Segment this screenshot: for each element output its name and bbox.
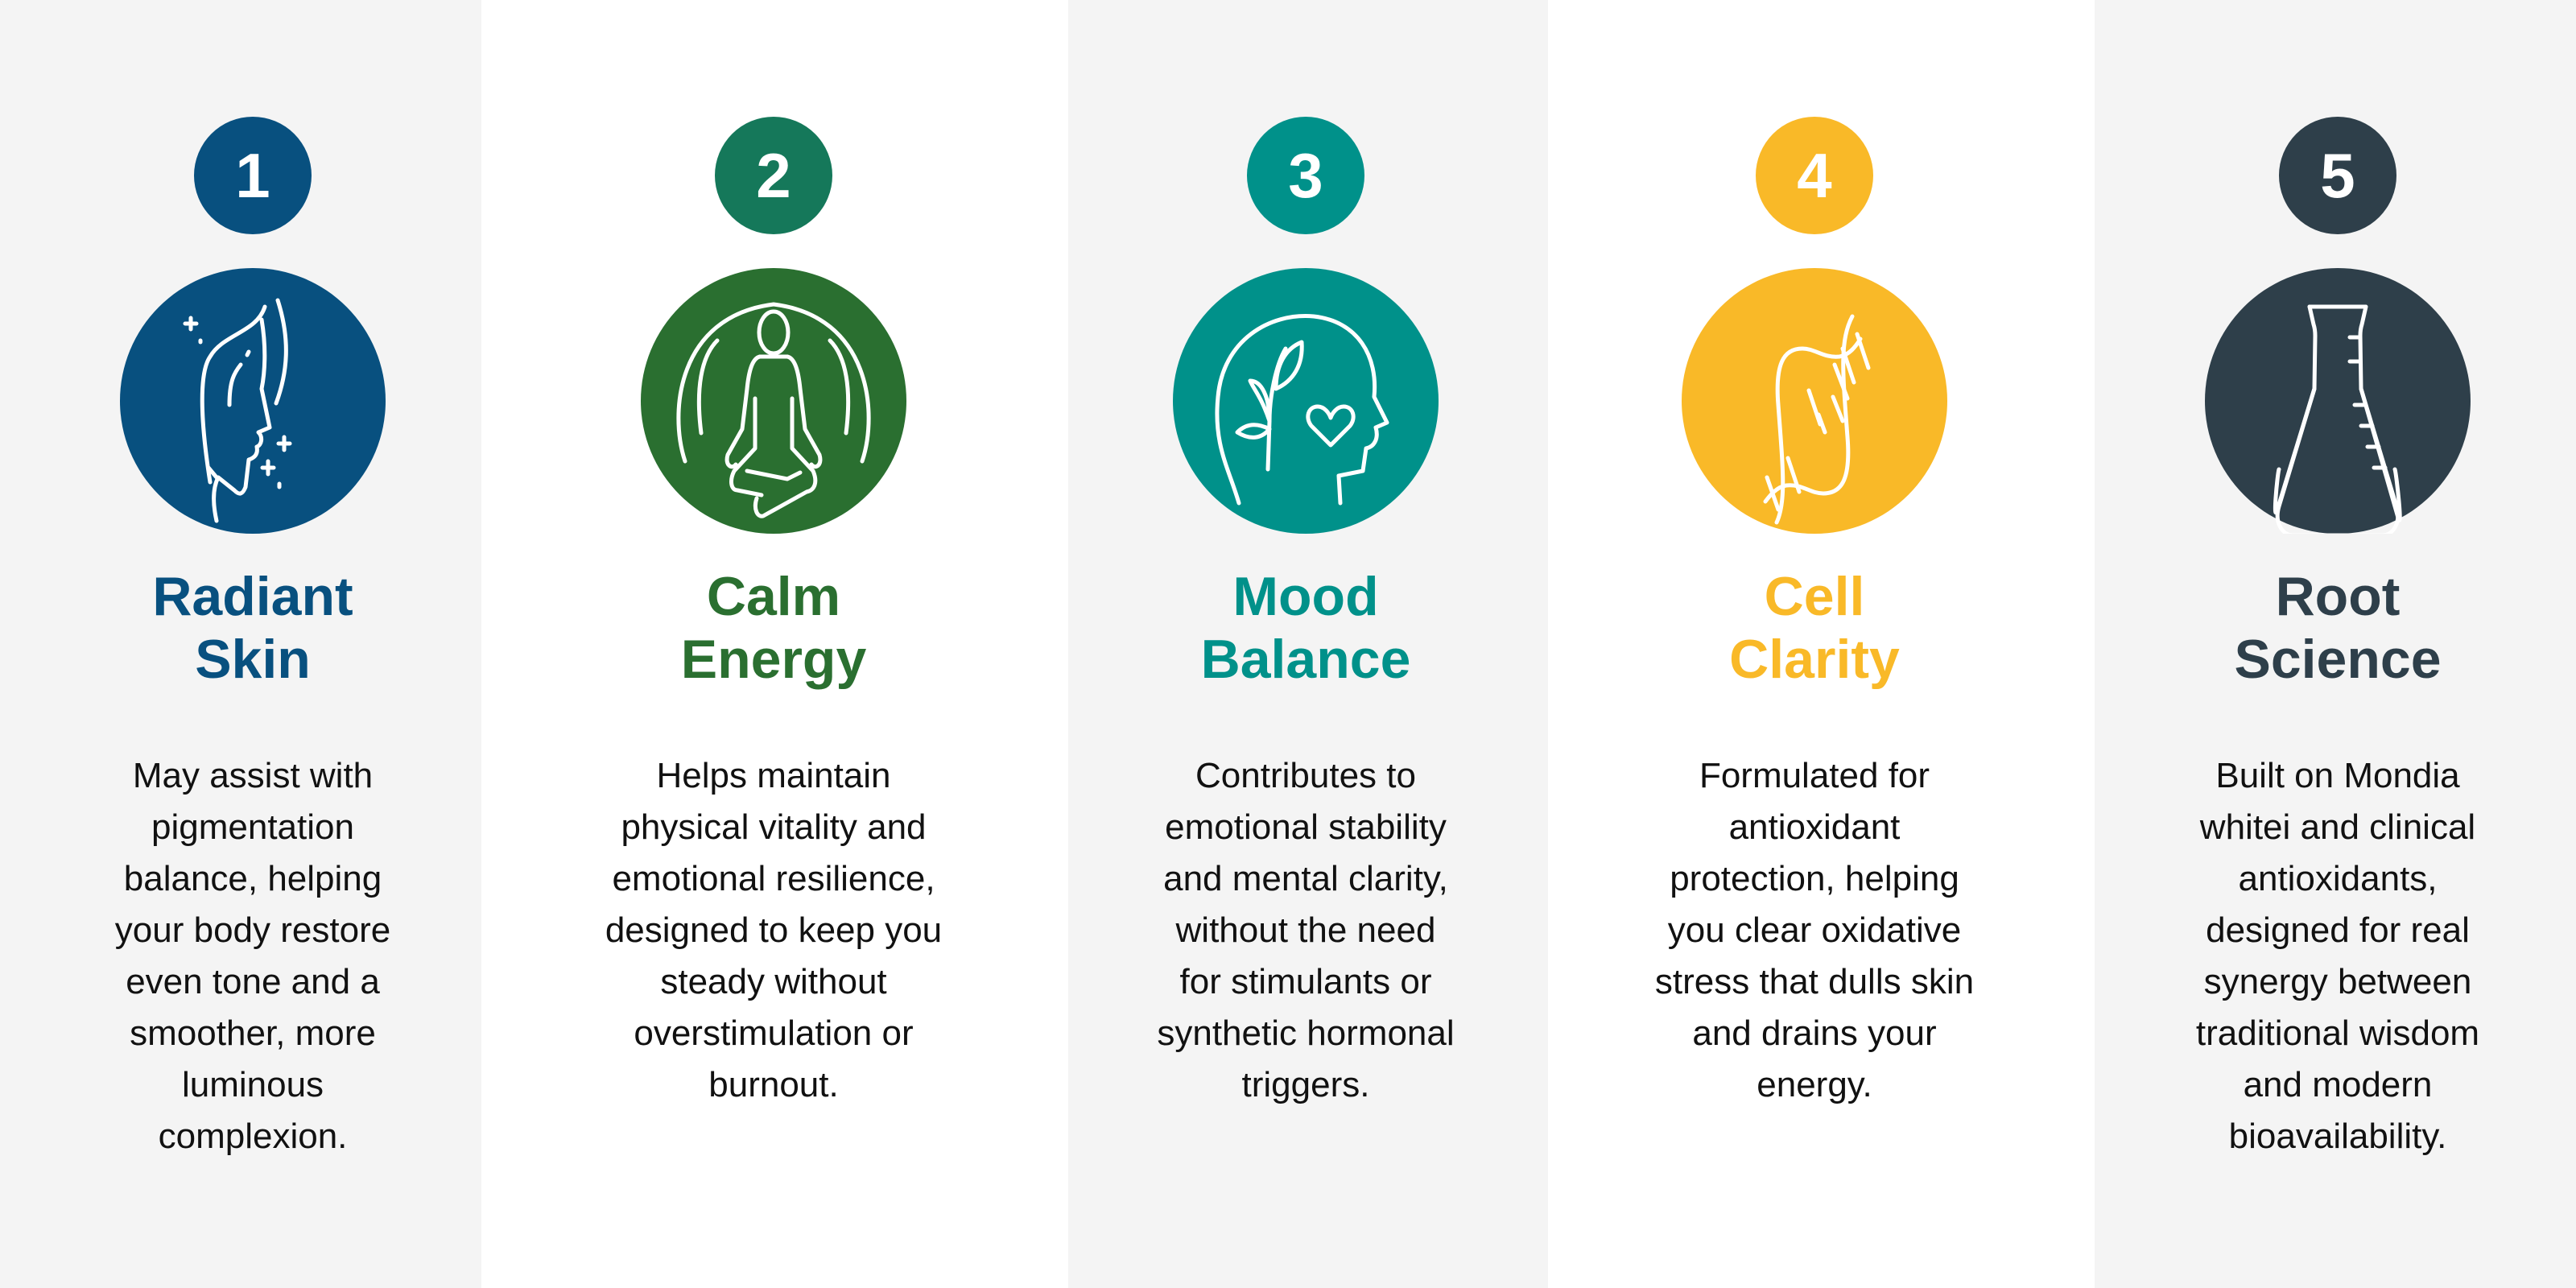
description-line: Contributes to (1195, 756, 1416, 795)
head-leaves-heart-icon (1173, 268, 1439, 534)
benefit-description: Contributes to emotional stability and m… (1080, 750, 1531, 1111)
benefit-column-mood-balance: 3 Mood Balance Contributes to emotional … (1068, 0, 1548, 1288)
description-line: synthetic hormonal (1157, 1013, 1455, 1053)
benefit-description: Formulated for antioxidant protection, h… (1589, 750, 2040, 1111)
step-number-badge: 1 (194, 117, 312, 234)
description-line: triggers. (1241, 1065, 1370, 1104)
benefit-title: Cell Clarity (1589, 565, 2040, 691)
description-line: protection, helping (1670, 859, 1959, 898)
benefit-description: Built on Mondia whitei and clinical anti… (2112, 750, 2563, 1162)
benefit-title: Calm Energy (548, 565, 999, 691)
title-line: Root (2275, 566, 2401, 627)
description-line: you clear oxidative (1667, 910, 1962, 950)
benefit-column-cell-clarity: 4 Cell Clarity Formulated for antioxidan… (1548, 0, 2095, 1288)
description-line: designed to keep you (605, 910, 943, 950)
description-line: physical vitality and (621, 807, 927, 847)
description-line: designed for real (2206, 910, 2470, 950)
description-line: your body restore (114, 910, 391, 950)
description-line: bioavailability. (2228, 1117, 2447, 1156)
description-line: whitei and clinical (2199, 807, 2476, 847)
description-line: traditional wisdom (2195, 1013, 2480, 1053)
benefit-column-radiant-skin: 1 Radiant Skin May assist with pigmentat… (0, 0, 481, 1288)
meditation-icon (641, 268, 906, 534)
step-number-badge: 3 (1247, 117, 1364, 234)
description-line: overstimulation or (634, 1013, 914, 1053)
title-line: Calm (706, 566, 841, 627)
description-line: burnout. (708, 1065, 839, 1104)
description-line: balance, helping (123, 859, 382, 898)
dna-icon (1682, 268, 1947, 534)
description-line: smoother, more (130, 1013, 376, 1053)
benefit-title: Root Science (2112, 565, 2563, 691)
description-line: emotional resilience, (612, 859, 935, 898)
description-line: and drains your (1692, 1013, 1937, 1053)
benefit-title: Mood Balance (1080, 565, 1531, 691)
description-line: Formulated for (1699, 756, 1930, 795)
step-number-badge: 2 (715, 117, 832, 234)
description-line: for stimulants or (1179, 962, 1432, 1001)
title-line: Skin (195, 629, 311, 690)
description-line: energy. (1757, 1065, 1872, 1104)
title-line: Cell (1764, 566, 1865, 627)
description-line: even tone and a (126, 962, 380, 1001)
title-line: Radiant (152, 566, 353, 627)
description-line: complexion. (158, 1117, 348, 1156)
description-line: antioxidant (1728, 807, 1901, 847)
description-line: synergy between (2203, 962, 2472, 1001)
title-line: Energy (680, 629, 867, 690)
description-line: and modern (2243, 1065, 2433, 1104)
benefit-column-root-science: 5 Root Science Built on Mondia whitei an… (2095, 0, 2576, 1288)
title-line: Science (2234, 629, 2442, 690)
description-line: without the need (1175, 910, 1436, 950)
flask-icon (2205, 268, 2471, 534)
step-number-badge: 5 (2279, 117, 2396, 234)
title-line: Clarity (1729, 629, 1900, 690)
title-line: Mood (1232, 566, 1379, 627)
description-line: luminous (181, 1065, 324, 1104)
description-line: antioxidants, (2238, 859, 2438, 898)
step-number-badge: 4 (1756, 117, 1873, 234)
benefit-title: Radiant Skin (27, 565, 478, 691)
benefit-description: Helps maintain physical vitality and emo… (548, 750, 999, 1111)
benefit-description: May assist with pigmentation balance, he… (27, 750, 478, 1162)
description-line: Built on Mondia (2215, 756, 2460, 795)
description-line: steady without (660, 962, 887, 1001)
description-line: pigmentation (151, 807, 354, 847)
description-line: and mental clarity, (1163, 859, 1448, 898)
benefit-column-calm-energy: 2 Calm Energy Helps maintain physical vi… (481, 0, 1068, 1288)
face-profile-sparkle-icon (120, 268, 386, 534)
description-line: emotional stability (1165, 807, 1447, 847)
description-line: Helps maintain (656, 756, 891, 795)
description-line: May assist with (132, 756, 374, 795)
description-line: stress that dulls skin (1654, 962, 1975, 1001)
title-line: Balance (1200, 629, 1411, 690)
